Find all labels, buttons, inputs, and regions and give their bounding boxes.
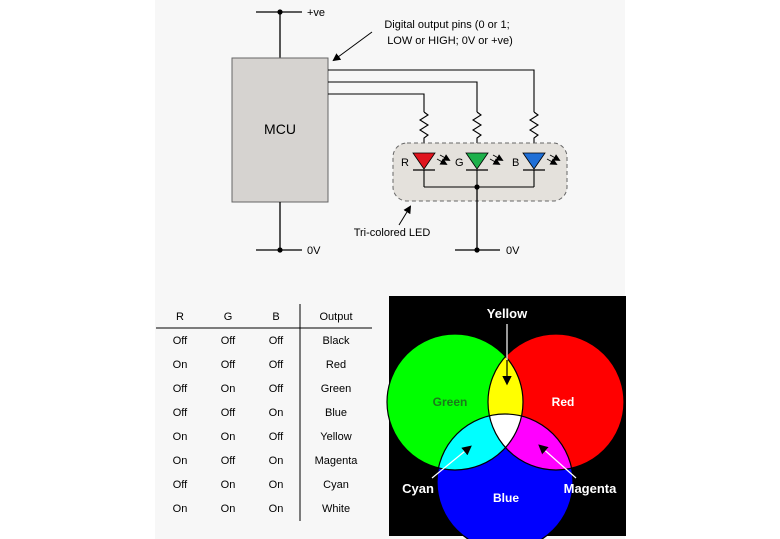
wire-pin-r — [328, 93, 425, 112]
table-cell-r: Off — [173, 383, 188, 395]
table-cell-g: Off — [221, 359, 236, 371]
mcu-block — [231, 57, 329, 203]
ground-node-left — [277, 247, 283, 253]
ground-node-right — [474, 247, 480, 253]
led-b-emission-2 — [549, 154, 561, 161]
rgb-venn-diagram: Yellow Green Red Blue Cyan Magenta — [386, 296, 626, 539]
table-cell-g: On — [221, 431, 236, 443]
table-cell-b: On — [269, 503, 284, 515]
led-g-emission-2 — [492, 154, 504, 161]
table-header-g: G — [224, 311, 233, 323]
venn-outline-green — [386, 333, 524, 471]
venn-label-cyan: Cyan — [402, 481, 434, 496]
tri-led-label: Tri-colored LED — [354, 227, 431, 239]
led-r — [412, 152, 436, 170]
wire-pin-b — [328, 69, 535, 112]
table-cell-r: Off — [173, 407, 188, 419]
resistor-r — [418, 111, 430, 152]
table-cell-output: Black — [323, 335, 350, 347]
pins-annotation-line2: LOW or HIGH; 0V or +ve) — [387, 35, 513, 47]
tri-led-enclosure — [392, 142, 568, 202]
led-g-label: G — [455, 157, 464, 169]
circuit-schematic: +ve MCU 0V Digital output pins (0 or 1; … — [231, 7, 568, 257]
ground-label-right: 0V — [506, 245, 520, 257]
table-cell-b: Off — [269, 383, 284, 395]
table-cell-r: Off — [173, 479, 188, 491]
table-cell-output: Cyan — [323, 479, 349, 491]
venn-arrow-magenta — [538, 444, 577, 479]
table-cell-b: Off — [269, 431, 284, 443]
led-r-emission-1 — [436, 158, 448, 165]
tri-led-arrow — [398, 205, 412, 226]
venn-label-magenta: Magenta — [564, 481, 618, 496]
venn-arrow-cyan — [431, 445, 472, 479]
table-cell-output: Magenta — [315, 455, 359, 467]
table-cell-g: On — [221, 479, 236, 491]
led-b — [522, 152, 546, 170]
table-cell-r: On — [173, 455, 188, 467]
table-cell-output: Yellow — [320, 431, 351, 443]
table-cell-g: Off — [221, 455, 236, 467]
venn-label-yellow: Yellow — [487, 306, 528, 321]
table-cell-output: White — [322, 503, 350, 515]
table-cell-output: Blue — [325, 407, 347, 419]
wire-pin-g — [328, 81, 478, 112]
led-r-emission-2 — [439, 154, 451, 161]
table-cell-r: On — [173, 359, 188, 371]
resistor-g — [471, 111, 483, 152]
table-cell-output: Green — [321, 383, 352, 395]
led-g — [465, 152, 489, 170]
table-cell-g: Off — [221, 407, 236, 419]
table-cell-output: Red — [326, 359, 346, 371]
venn-label-green: Green — [433, 395, 468, 409]
table-cell-r: On — [173, 431, 188, 443]
table-cell-b: Off — [269, 359, 284, 371]
supply-label: +ve — [307, 7, 325, 19]
pins-annotation-line1: Digital output pins (0 or 1; — [384, 19, 509, 31]
table-cell-r: On — [173, 503, 188, 515]
venn-outline-blue — [436, 413, 574, 539]
table-cell-b: On — [269, 479, 284, 491]
led-g-emission-1 — [489, 158, 501, 165]
led-b-label: B — [512, 157, 519, 169]
venn-label-red: Red — [552, 395, 575, 409]
table-header-r: R — [176, 311, 184, 323]
table-cell-b: Off — [269, 335, 284, 347]
table-cell-g: On — [221, 383, 236, 395]
table-cell-g: Off — [221, 335, 236, 347]
pins-annotation-arrow — [332, 31, 373, 62]
led-b-emission-1 — [546, 158, 558, 165]
venn-outline-red — [487, 333, 625, 471]
ground-label-left: 0V — [307, 245, 321, 257]
table-header-output: Output — [319, 311, 352, 323]
table-header-b: B — [272, 311, 279, 323]
table-cell-b: On — [269, 455, 284, 467]
mcu-label: MCU — [264, 121, 296, 137]
venn-label-blue: Blue — [493, 491, 519, 505]
table-cell-b: On — [269, 407, 284, 419]
led-r-label: R — [401, 157, 409, 169]
table-cell-g: On — [221, 503, 236, 515]
resistor-b — [528, 111, 540, 152]
table-cell-r: Off — [173, 335, 188, 347]
